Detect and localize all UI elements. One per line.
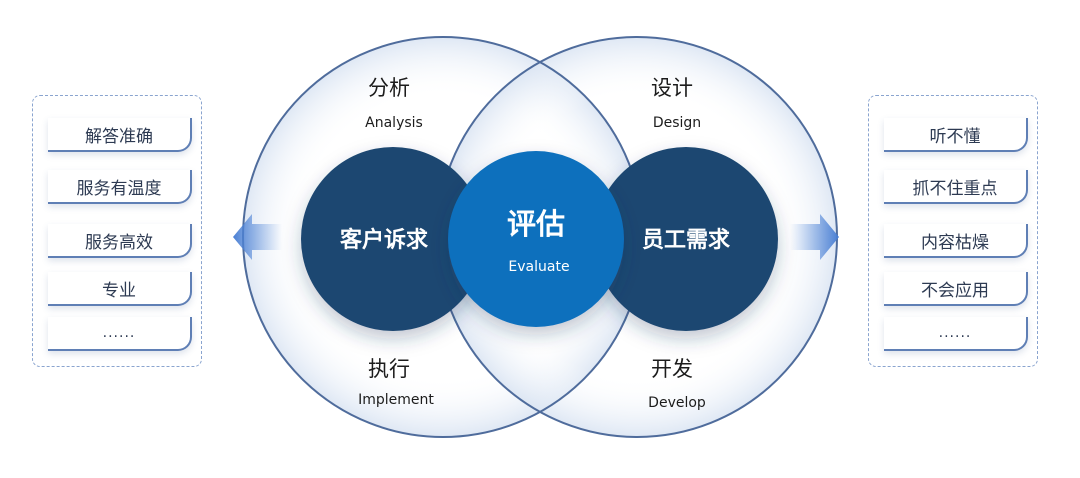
- list-item: 服务高效: [48, 224, 192, 258]
- implement-cn-label: 执行: [368, 357, 410, 381]
- employee-need-circle: [594, 147, 778, 331]
- right-arrow-icon: [790, 214, 839, 260]
- implement-en-label: Implement: [358, 392, 434, 408]
- left-arrow-icon: [233, 214, 282, 260]
- evaluate-subtitle: Evaluate: [508, 259, 569, 275]
- list-item: 听不懂: [884, 118, 1028, 152]
- evaluate-circle: [448, 151, 624, 327]
- list-item: 不会应用: [884, 272, 1028, 306]
- list-item: 抓不住重点: [884, 170, 1028, 204]
- evaluate-title: 评估: [507, 207, 565, 241]
- list-item: 专业: [48, 272, 192, 306]
- employee-need-panel: 听不懂 抓不住重点 内容枯燥 不会应用 ......: [868, 95, 1038, 367]
- design-cn-label: 设计: [651, 76, 693, 100]
- develop-cn-label: 开发: [651, 357, 693, 381]
- analysis-en-label: Analysis: [365, 115, 423, 131]
- customer-demand-panel: 解答准确 服务有温度 服务高效 专业 ......: [32, 95, 202, 367]
- list-item: 解答准确: [48, 118, 192, 152]
- list-item: ......: [884, 317, 1028, 351]
- develop-en-label: Develop: [648, 395, 706, 411]
- list-item: 服务有温度: [48, 170, 192, 204]
- customer-demand-label: 客户诉求: [340, 227, 428, 253]
- design-en-label: Design: [653, 115, 701, 131]
- list-item: 内容枯燥: [884, 224, 1028, 258]
- employee-need-label: 员工需求: [642, 228, 730, 253]
- analysis-cn-label: 分析: [368, 76, 410, 100]
- customer-demand-circle: [301, 147, 485, 331]
- list-item: ......: [48, 317, 192, 351]
